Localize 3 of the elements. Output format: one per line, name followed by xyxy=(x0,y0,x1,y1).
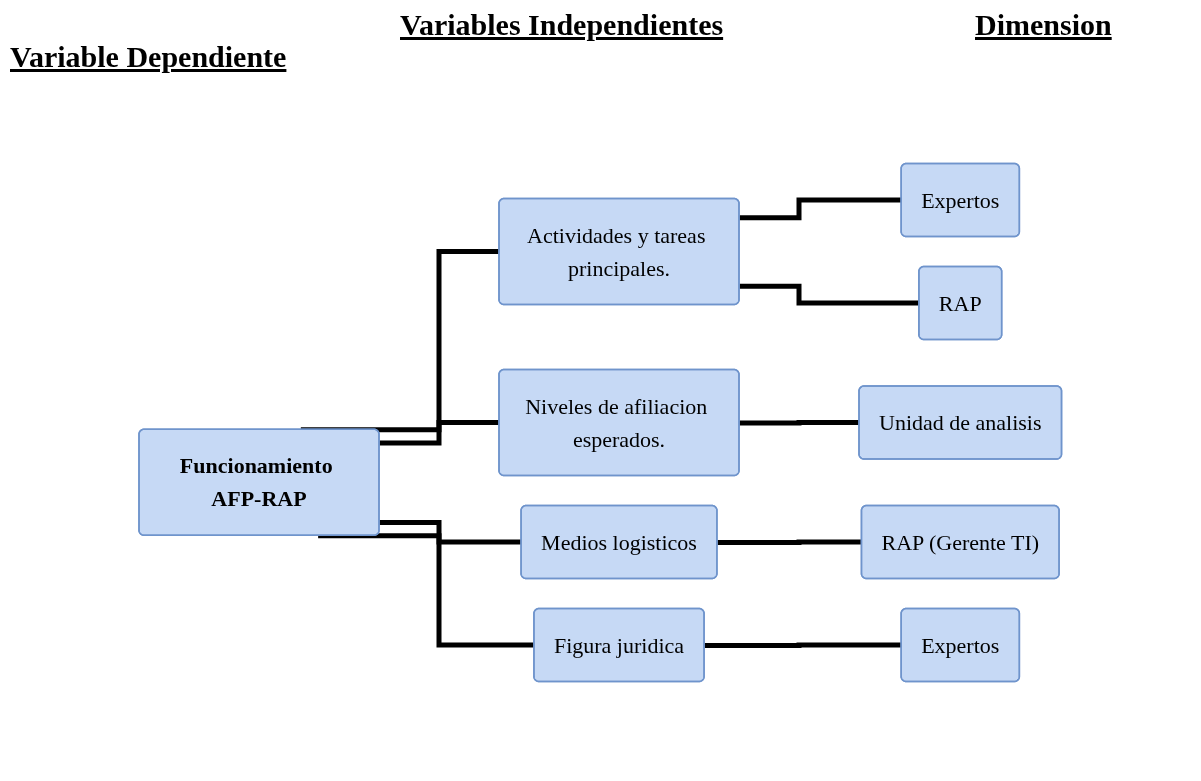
column-heading: Variables Independientes xyxy=(400,8,724,42)
column-heading: Dimension xyxy=(975,8,1112,42)
column-heading: Variable Dependiente xyxy=(10,40,287,74)
